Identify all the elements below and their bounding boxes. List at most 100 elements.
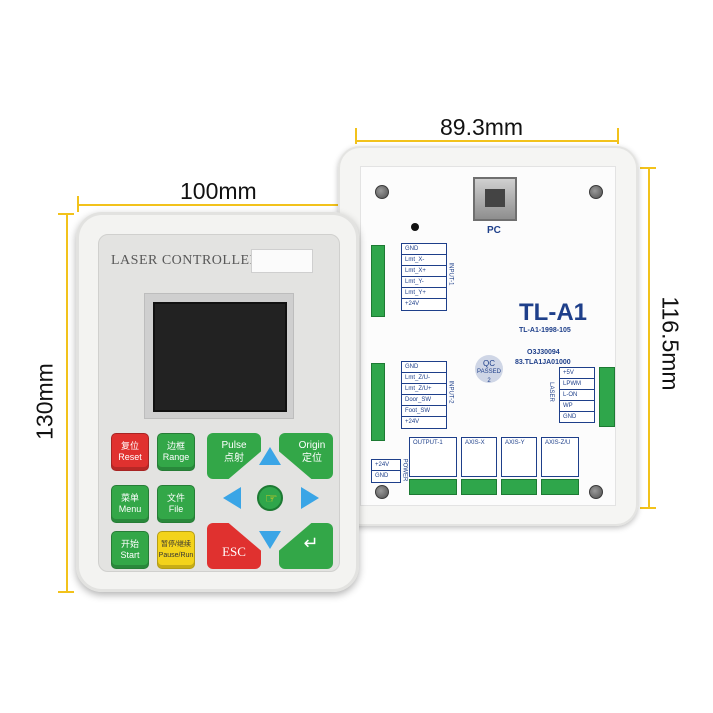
input2-lmt-zu-minus: Lmt_Z/U- bbox=[402, 373, 446, 384]
back-board: PC GND Lmt_X- Lmt_X+ Lmt_Y- Lmt_Y+ +24V … bbox=[338, 146, 638, 526]
serial-1: O3J30094 bbox=[527, 349, 560, 356]
input1-terminal bbox=[371, 245, 385, 317]
output1-labels: OUTPUT-1 bbox=[409, 437, 457, 477]
brand-label: LASER CONTROLLER bbox=[111, 253, 260, 268]
power-24v: +24V bbox=[372, 460, 400, 471]
input2-title: INPUT-2 bbox=[447, 380, 454, 404]
screw-icon bbox=[589, 185, 603, 199]
front-face: LASER CONTROLLER 复位 Reset 边框 Range 菜单 Me… bbox=[98, 234, 340, 572]
file-label-cn: 文件 bbox=[166, 493, 185, 503]
arrow-right-icon[interactable] bbox=[301, 487, 319, 509]
laser-lon: L-ON bbox=[560, 390, 594, 401]
input1-lmt-y-plus: Lmt_Y+ bbox=[402, 288, 446, 299]
range-label-cn: 边框 bbox=[166, 441, 185, 451]
menu-button[interactable]: 菜单 Menu bbox=[111, 485, 149, 523]
pause-run-button[interactable]: 暂停/继续 Pause/Run bbox=[157, 531, 195, 569]
axis-zu-title: AXIS-Z/U bbox=[545, 440, 571, 446]
laser-lpwm: LPWM bbox=[560, 379, 594, 390]
start-button[interactable]: 开始 Start bbox=[111, 531, 149, 569]
output1-title: OUTPUT-1 bbox=[413, 440, 443, 446]
input1-lmt-y-minus: Lmt_Y- bbox=[402, 277, 446, 288]
hand-icon: ☞ bbox=[265, 490, 278, 506]
esc-button[interactable]: ESC bbox=[207, 523, 261, 569]
arrow-left-icon[interactable] bbox=[223, 487, 241, 509]
laser-5v: +5V bbox=[560, 368, 594, 379]
start-label-en: Start bbox=[120, 550, 140, 560]
model-title: TL-A1 bbox=[519, 299, 587, 326]
input1-lmt-x-plus: Lmt_X+ bbox=[402, 266, 446, 277]
power-gnd: GND bbox=[375, 473, 389, 479]
power-labels: +24V GND bbox=[371, 459, 401, 483]
axis-x-terminal bbox=[461, 479, 497, 495]
screw-icon bbox=[589, 485, 603, 499]
axis-y-labels: AXIS-Y bbox=[501, 437, 537, 477]
pause-label-cn: 暂停/继续 bbox=[161, 541, 191, 548]
input2-door-sw: Door_SW bbox=[402, 395, 446, 406]
laser-title: LASER bbox=[547, 382, 554, 402]
menu-label-cn: 菜单 bbox=[120, 493, 139, 503]
back-height-tick-top bbox=[640, 167, 656, 169]
part-number: TL-A1-1998-105 bbox=[519, 327, 571, 334]
input2-labels: GND Lmt_Z/U- Lmt_Z/U+ Door_SW Foot_SW +2… bbox=[401, 361, 447, 429]
front-width-tick-left bbox=[77, 196, 79, 212]
screw-icon bbox=[375, 485, 389, 499]
axis-x-labels: AXIS-X bbox=[461, 437, 497, 477]
enter-icon: ↵ bbox=[303, 533, 319, 553]
brand-plate bbox=[251, 249, 313, 273]
input1-gnd: GND bbox=[402, 244, 446, 255]
input1-24v: +24V bbox=[405, 301, 420, 307]
arrow-up-icon[interactable] bbox=[259, 447, 281, 465]
output1-terminal bbox=[409, 479, 457, 495]
back-width-tick-right bbox=[617, 128, 619, 144]
laser-wp: WP bbox=[560, 401, 594, 412]
usb-port-icon bbox=[473, 177, 517, 221]
range-label-en: Range bbox=[162, 452, 190, 462]
esc-label: ESC bbox=[222, 544, 246, 559]
qc-num: 2 bbox=[487, 378, 491, 384]
input1-labels: GND Lmt_X- Lmt_X+ Lmt_Y- Lmt_Y+ +24V bbox=[401, 243, 447, 311]
enter-button[interactable]: ↵ bbox=[279, 523, 333, 569]
reset-button[interactable]: 复位 Reset bbox=[111, 433, 149, 471]
back-width-line bbox=[356, 140, 618, 142]
front-panel: LASER CONTROLLER 复位 Reset 边框 Range 菜单 Me… bbox=[76, 212, 359, 592]
laser-terminal bbox=[599, 367, 615, 427]
input2-foot-sw: Foot_SW bbox=[402, 406, 446, 417]
reset-label-en: Reset bbox=[118, 452, 142, 462]
input2-24v: +24V bbox=[405, 419, 420, 425]
pause-label-en: Pause/Run bbox=[158, 552, 194, 559]
back-width-tick-left bbox=[355, 128, 357, 144]
file-button[interactable]: 文件 File bbox=[157, 485, 195, 523]
power-title: POWER bbox=[401, 458, 408, 482]
front-height-line bbox=[66, 214, 68, 592]
laser-labels: +5V LPWM L-ON WP GND bbox=[559, 367, 595, 423]
center-button[interactable]: ☞ bbox=[257, 485, 283, 511]
lcd-bezel bbox=[144, 293, 294, 419]
front-height-tick-bottom bbox=[58, 591, 74, 593]
menu-label-en: Menu bbox=[118, 504, 142, 514]
pulse-label-en: Pulse bbox=[221, 440, 247, 451]
back-height-tick-bottom bbox=[640, 507, 656, 509]
lcd-screen bbox=[153, 302, 287, 412]
arrow-down-icon[interactable] bbox=[259, 531, 281, 549]
input2-terminal bbox=[371, 363, 385, 441]
laser-gnd: GND bbox=[563, 414, 577, 420]
indicator-hole bbox=[411, 223, 419, 231]
reset-label-cn: 复位 bbox=[120, 441, 139, 451]
range-button[interactable]: 边框 Range bbox=[157, 433, 195, 471]
input2-lmt-zu-plus: Lmt_Z/U+ bbox=[402, 384, 446, 395]
back-width-label: 89.3mm bbox=[440, 114, 524, 140]
screw-icon bbox=[375, 185, 389, 199]
qc-label: QC bbox=[483, 359, 495, 368]
pc-port-label: PC bbox=[487, 225, 501, 236]
front-width-label: 100mm bbox=[180, 178, 257, 204]
pulse-label-cn: 点射 bbox=[224, 453, 244, 464]
pulse-button[interactable]: Pulse 点射 bbox=[207, 433, 261, 479]
serial-2: 83.TLA1JA01000 bbox=[515, 359, 571, 366]
axis-y-title: AXIS-Y bbox=[505, 440, 525, 446]
back-board-inner: PC GND Lmt_X- Lmt_X+ Lmt_Y- Lmt_Y+ +24V … bbox=[360, 166, 616, 506]
front-height-label: 130mm bbox=[31, 363, 58, 440]
front-width-line bbox=[78, 204, 360, 206]
axis-y-terminal bbox=[501, 479, 537, 495]
origin-button[interactable]: Origin 定位 bbox=[279, 433, 333, 479]
